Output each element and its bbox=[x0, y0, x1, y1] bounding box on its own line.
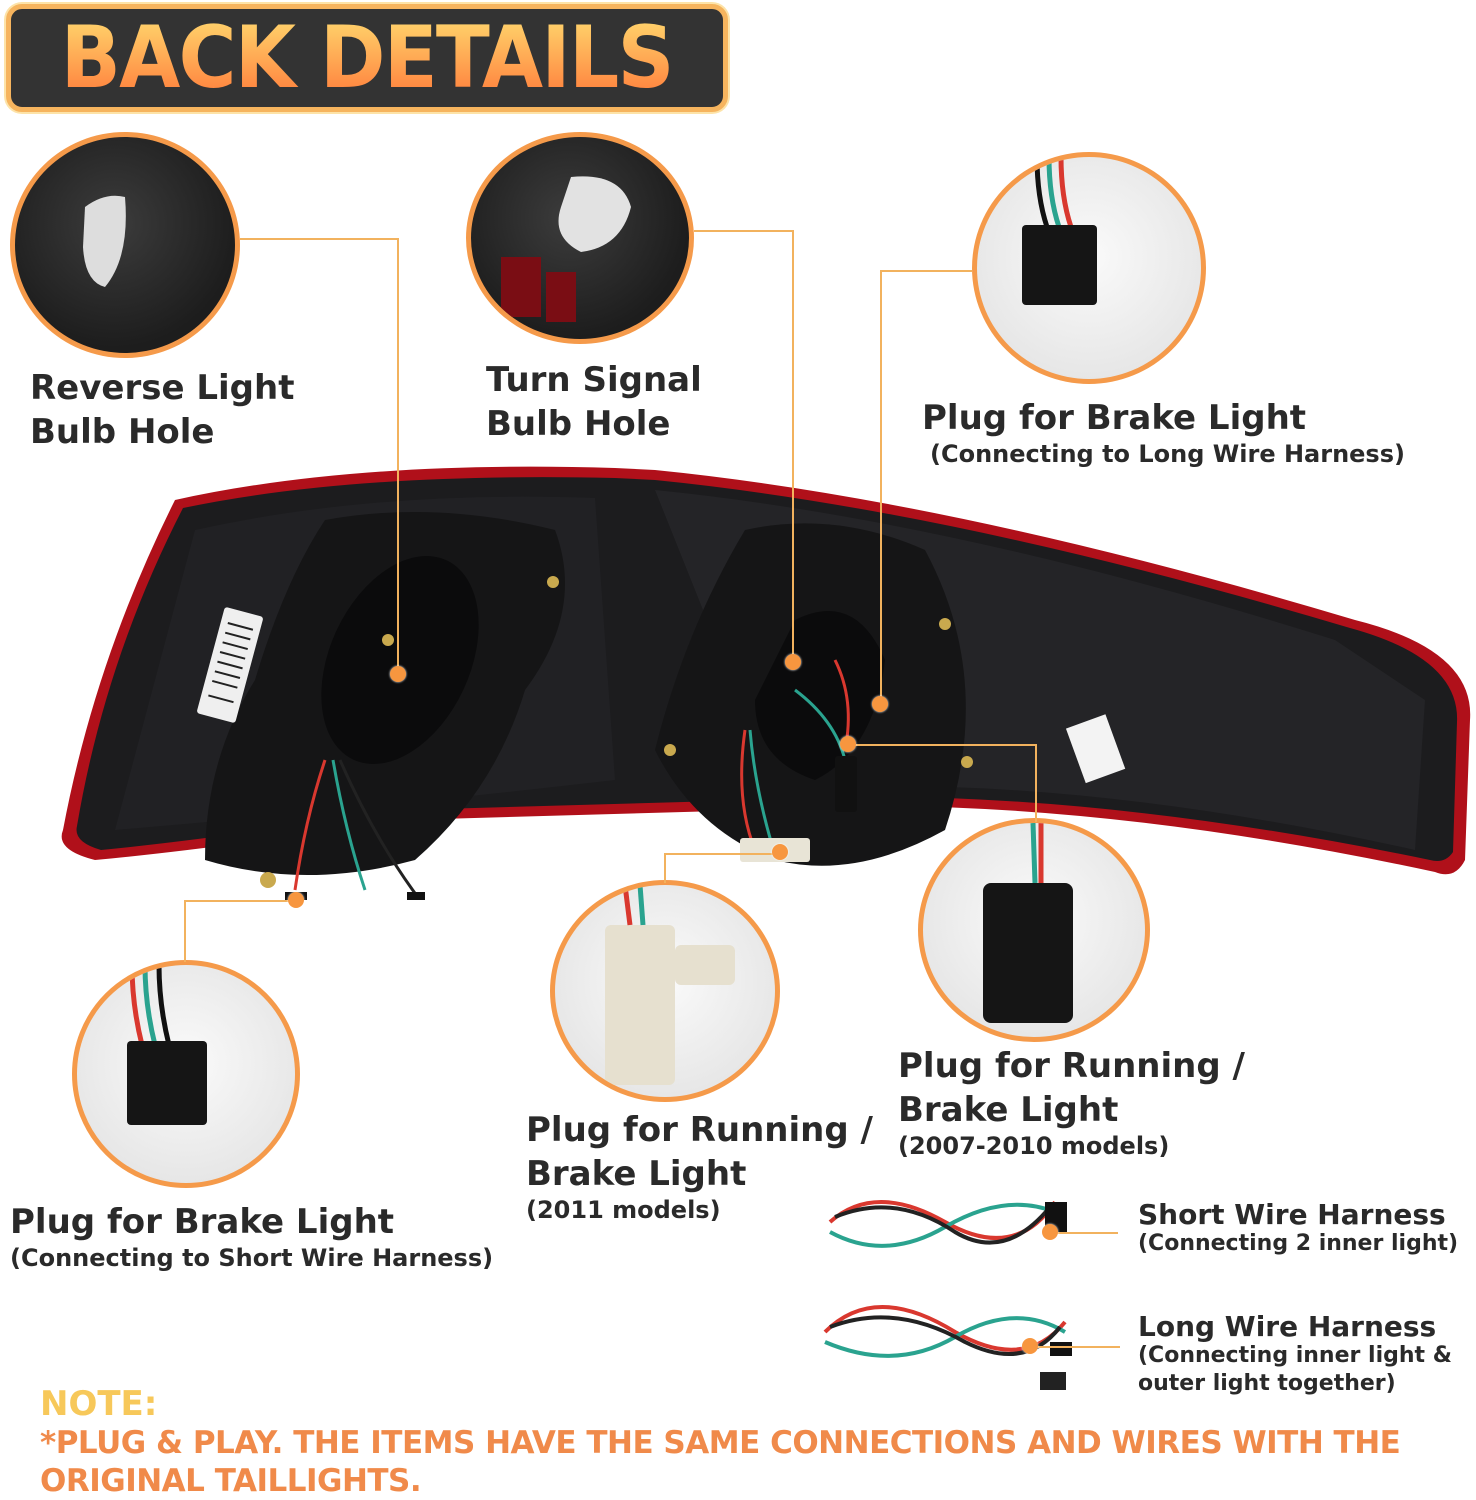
wire-harness-images bbox=[823, 1200, 1072, 1390]
long-harness-label: Long Wire Harness (Connecting inner ligh… bbox=[1138, 1310, 1452, 1397]
leader-line bbox=[792, 230, 794, 662]
leader-line bbox=[184, 900, 294, 902]
leader-line bbox=[1035, 744, 1037, 822]
leader-line bbox=[664, 853, 780, 855]
leader-line bbox=[1050, 1232, 1118, 1234]
leader-line bbox=[397, 238, 399, 674]
callout-dot-brake-long bbox=[872, 696, 888, 712]
running-brake-plug-2011-closeup bbox=[550, 880, 780, 1102]
running-2007-label: Plug for Running / Brake Light (2007-201… bbox=[898, 1046, 1245, 1160]
title-banner: BACK DETAILS bbox=[6, 4, 728, 112]
short-harness-label: Short Wire Harness (Connecting 2 inner l… bbox=[1138, 1198, 1459, 1257]
callout-dot-long-harness bbox=[1022, 1338, 1038, 1354]
leader-line bbox=[880, 270, 972, 272]
turn-signal-bulb-hole-closeup bbox=[466, 132, 694, 344]
leader-line bbox=[1030, 1346, 1120, 1348]
leader-line bbox=[240, 238, 398, 240]
callout-dot-short-harness bbox=[1042, 1224, 1058, 1240]
leader-line bbox=[880, 270, 882, 706]
turn-signal-label: Turn Signal Bulb Hole bbox=[486, 360, 702, 444]
leader-line bbox=[664, 853, 666, 883]
brake-light-plug-short-closeup bbox=[72, 960, 300, 1188]
callout-dot-turn-signal bbox=[785, 654, 801, 670]
running-2011-label: Plug for Running / Brake Light (2011 mod… bbox=[526, 1110, 873, 1224]
running-brake-plug-2007-closeup bbox=[918, 818, 1150, 1042]
note-heading: NOTE: bbox=[40, 1384, 158, 1424]
note-body: *PLUG & PLAY. THE ITEMS HAVE THE SAME CO… bbox=[40, 1425, 1401, 1499]
leader-line bbox=[694, 230, 794, 232]
callout-dot-reverse bbox=[390, 666, 406, 682]
callout-dot-running-2007 bbox=[840, 736, 856, 752]
leader-line bbox=[184, 900, 186, 962]
reverse-light-bulb-hole-closeup bbox=[10, 132, 240, 358]
leader-line bbox=[848, 744, 1036, 746]
callout-dot-brake-short bbox=[288, 892, 304, 908]
page-title: BACK DETAILS bbox=[60, 8, 675, 108]
reverse-light-label: Reverse Light Bulb Hole bbox=[30, 368, 295, 452]
taillight-product-image bbox=[61, 466, 1471, 900]
callout-dot-running-2011 bbox=[772, 844, 788, 860]
brake-light-plug-long-closeup bbox=[972, 152, 1206, 384]
brake-long-label: Plug for Brake Light (Connecting to Long… bbox=[922, 398, 1405, 468]
brake-short-label: Plug for Brake Light (Connecting to Shor… bbox=[10, 1202, 494, 1272]
